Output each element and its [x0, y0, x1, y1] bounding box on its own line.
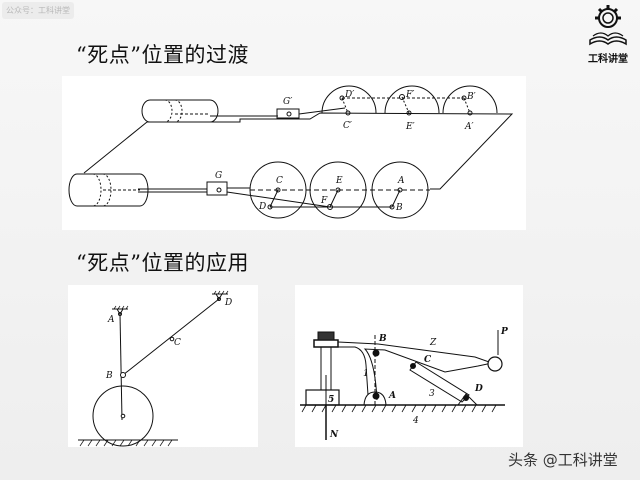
linkage-diagram: A B C D	[68, 285, 258, 447]
clamp-diagram: B Z P C 1 A 3 D 5 4 N	[295, 285, 523, 447]
label-3: 3	[429, 389, 435, 399]
label-d-prime: D′	[344, 90, 354, 100]
label-a: A	[107, 315, 115, 325]
label-f-prime: F′	[405, 90, 414, 100]
label-4: 4	[412, 416, 419, 426]
label-a: A	[388, 391, 396, 401]
logo: 工科讲堂	[578, 2, 638, 66]
label-c: C	[424, 355, 432, 365]
label-f: F	[320, 196, 328, 206]
label-c-prime: C′	[343, 121, 352, 131]
label-b-prime: B′	[466, 92, 476, 102]
label-a: A	[397, 176, 405, 186]
label-c: C	[174, 338, 181, 348]
label-n: N	[329, 430, 339, 440]
label-5: 5	[328, 395, 334, 405]
label-b: B	[378, 334, 387, 344]
label-d: D	[474, 384, 483, 394]
label-e: E	[335, 176, 343, 186]
label-b: B	[105, 371, 113, 381]
gear-book-icon	[589, 5, 627, 46]
dead-point-transition-diagram: G′ D′ F′ B′ C′ E′ A′ G C E A D F B	[62, 76, 526, 230]
watermark: 公众号：工科讲堂	[2, 2, 74, 19]
label-d: D	[258, 202, 266, 212]
label-d: D	[224, 298, 232, 308]
label-g-prime: G′	[283, 97, 292, 107]
label-b: B	[395, 203, 403, 213]
title-transition: “死点”位置的过渡	[76, 43, 249, 67]
logo-text: 工科讲堂	[588, 54, 628, 65]
label-z: Z	[429, 338, 437, 348]
label-1: 1	[363, 369, 369, 379]
title-application: “死点”位置的应用	[76, 251, 249, 275]
label-a-prime: A′	[464, 122, 474, 132]
footer-attribution: 头条 @工科讲堂	[508, 451, 618, 469]
label-g: G	[215, 171, 222, 181]
label-e-prime: E′	[405, 122, 415, 132]
label-c: C	[276, 176, 283, 186]
label-p: P	[500, 327, 508, 337]
